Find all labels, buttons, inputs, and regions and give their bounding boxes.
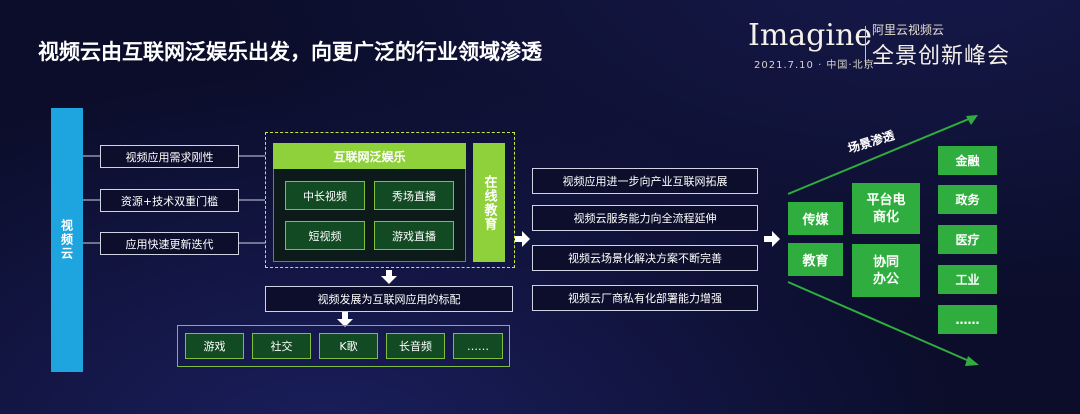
driver-box-2: 资源+技术双重门槛	[100, 189, 239, 212]
driver-box-3: 应用快速更新迭代	[100, 232, 239, 255]
app-group	[177, 325, 510, 367]
down-arrow-2-head	[337, 319, 353, 327]
industry-finance: 金融	[938, 146, 997, 175]
app-item-game: 游戏	[185, 333, 244, 359]
entertainment-item-show-live: 秀场直播	[374, 181, 454, 210]
trend-box-2: 视频云服务能力向全流程延伸	[532, 205, 758, 231]
logo-org: 阿里云视频云	[872, 23, 945, 37]
logo-summit: 全景创新峰会	[872, 44, 1011, 69]
cone-lower-line	[787, 281, 977, 365]
cone-upper-head	[966, 115, 978, 125]
online-education-bar: 在线教育	[473, 143, 505, 262]
right-arrow-2-head	[772, 231, 780, 247]
industry-manufacturing: 工业	[938, 265, 997, 294]
stage2-platform-ecommerce: 平台电商化	[852, 183, 920, 234]
video-cloud-bar: 视频云	[51, 108, 83, 372]
trend-box-3: 视频云场景化解决方案不断完善	[532, 245, 758, 271]
app-item-more: ……	[453, 333, 503, 359]
industry-government: 政务	[938, 185, 997, 214]
right-arrow-1-head	[522, 231, 530, 247]
down-arrow-1-head	[381, 276, 397, 284]
page-title: 视频云由互联网泛娱乐出发，向更广泛的行业领域渗透	[38, 40, 542, 64]
trend-box-4: 视频云厂商私有化部署能力增强	[532, 285, 758, 311]
driver-box-1: 视频应用需求刚性	[100, 145, 239, 168]
right-arrow-1-shaft	[515, 236, 522, 242]
down-arrow-1-shaft	[386, 270, 392, 276]
app-item-social: 社交	[252, 333, 311, 359]
entertainment-item-game-live: 游戏直播	[374, 221, 454, 250]
stage1-education: 教育	[788, 243, 843, 276]
right-arrow-2-shaft	[764, 236, 772, 242]
logo-wordmark: Imagine	[748, 18, 873, 53]
down-arrow-2-shaft	[342, 312, 348, 319]
entertainment-group	[265, 132, 515, 268]
entertainment-header: 互联网泛娱乐	[273, 143, 466, 169]
cone-lower-head	[965, 356, 979, 366]
app-item-long-audio: 长音频	[386, 333, 445, 359]
entertainment-item-short-video: 短视频	[285, 221, 365, 250]
logo-divider	[865, 26, 866, 66]
trend-box-1: 视频应用进一步向产业互联网拓展	[532, 168, 758, 194]
logo-date: 2021.7.10 · 中国·北京	[754, 60, 875, 71]
stage1-media: 传媒	[788, 202, 843, 235]
industry-medical: 医疗	[938, 225, 997, 254]
stage2-collaborative-office: 协同办公	[852, 244, 920, 297]
benchmark-box: 视频发展为互联网应用的标配	[265, 286, 513, 312]
video-cloud-label: 视频云	[59, 219, 74, 261]
app-item-karaoke: K歌	[319, 333, 378, 359]
online-education-label: 在线教育	[481, 174, 497, 231]
industry-more: ……	[938, 305, 997, 334]
event-logo: Imagine 2021.7.10 · 中国·北京 阿里云视频云 全景创新峰会	[748, 16, 1048, 72]
entertainment-item-long-video: 中长视频	[285, 181, 365, 210]
cone-upper-line	[787, 115, 977, 195]
